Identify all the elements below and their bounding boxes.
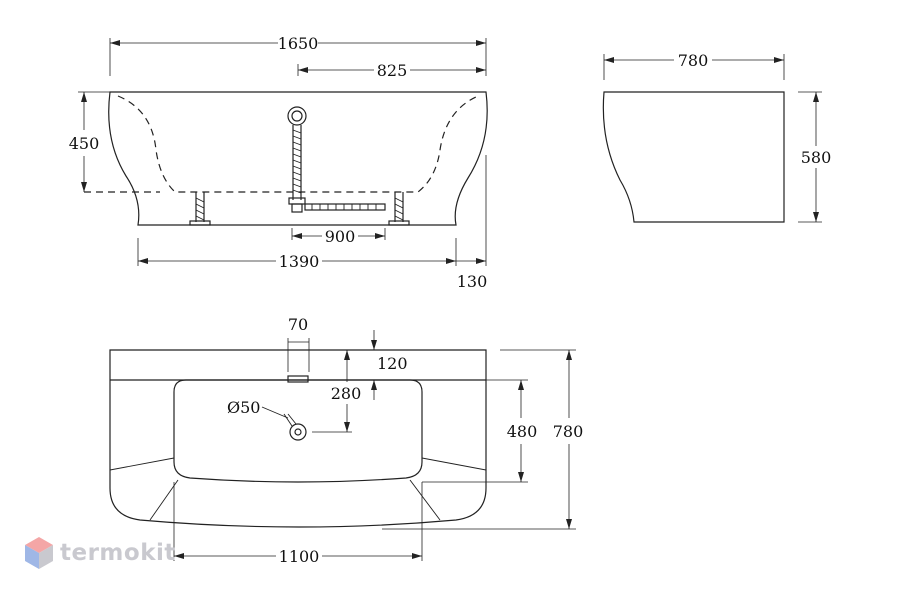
dim-half-length: 825 bbox=[377, 61, 408, 80]
dim-overflow-offset: 120 bbox=[377, 354, 408, 373]
brand-name: termokit bbox=[60, 540, 176, 566]
dim-bottom-width: 1100 bbox=[279, 547, 320, 566]
front-view: 1650 825 450 900 1390 130 bbox=[69, 34, 488, 291]
front-view-outline bbox=[108, 91, 488, 226]
brand-logo: termokit bbox=[24, 536, 176, 570]
side-view: 780 580 bbox=[602, 51, 832, 223]
top-view: Ø50 70 120 280 480 780 1100 bbox=[109, 315, 584, 566]
dim-drain-diameter: Ø50 bbox=[227, 398, 260, 417]
dim-inner-width: 480 bbox=[507, 422, 538, 441]
dim-side-height: 580 bbox=[801, 148, 832, 167]
overflow-pipe bbox=[287, 106, 307, 213]
dim-depth-front: 450 bbox=[69, 134, 100, 153]
left-leg bbox=[189, 192, 211, 226]
hexagon-cube-icon bbox=[25, 537, 53, 569]
top-view-basin bbox=[173, 379, 423, 483]
drain-hole bbox=[261, 406, 307, 441]
drain-pipe bbox=[304, 203, 386, 211]
dim-overflow-width: 70 bbox=[288, 315, 308, 334]
top-view-outline bbox=[109, 349, 487, 528]
right-leg bbox=[388, 192, 410, 226]
dim-total-width: 780 bbox=[553, 422, 584, 441]
dim-total-length: 1650 bbox=[278, 34, 319, 53]
dim-drain-offset: 280 bbox=[331, 384, 362, 403]
overflow-opening bbox=[287, 375, 309, 383]
dim-side-width: 780 bbox=[678, 51, 709, 70]
dim-drain-spacing: 900 bbox=[325, 227, 356, 246]
side-view-outline bbox=[602, 91, 785, 223]
dim-base-length: 1390 bbox=[279, 252, 320, 271]
dim-offset: 130 bbox=[457, 272, 488, 291]
